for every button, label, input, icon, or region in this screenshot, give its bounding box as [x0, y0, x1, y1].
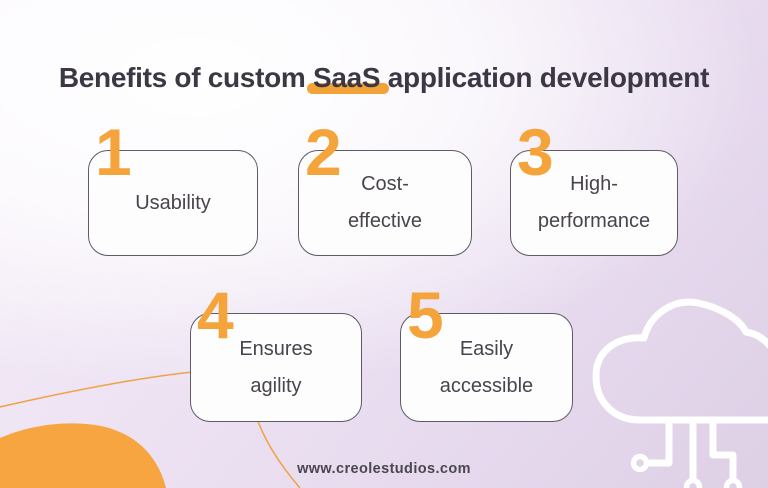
card-label-line: High-: [570, 173, 618, 195]
benefit-card-3: 3 High- performance: [510, 119, 678, 256]
card-label-line: effective: [347, 210, 423, 232]
card-label-line: agility: [250, 374, 302, 397]
card-label-line: Ensures: [239, 337, 313, 360]
title-highlight-text: SaaS: [312, 62, 381, 93]
card-number: 2: [305, 115, 342, 189]
saas-underline-highlight: [306, 83, 390, 94]
card-number: 4: [197, 278, 234, 352]
card-box: High- performance: [510, 150, 678, 256]
benefit-card-5: 5 Easily accessible: [400, 282, 573, 422]
card-label-line: Cost-: [361, 173, 409, 195]
card-box: Usability: [88, 150, 258, 256]
title-highlight-word: SaaS: [306, 62, 390, 94]
card-label-line: Usability: [135, 191, 211, 214]
card-box: Easily accessible: [400, 313, 573, 422]
card-box: Cost- effective: [298, 150, 472, 256]
title-suffix: application development: [380, 62, 710, 93]
title-prefix: Benefits of custom: [58, 62, 313, 93]
card-number: 5: [407, 278, 444, 352]
card-label-line: performance: [537, 210, 651, 232]
orange-corner-blob: [0, 423, 166, 488]
card-label-line: accessible: [439, 374, 534, 397]
card-label-line: Easily: [459, 337, 514, 360]
benefit-card-4: 4 Ensures agility: [190, 282, 362, 422]
benefit-card-2: 2 Cost- effective: [298, 119, 472, 256]
website-url: www.creolestudios.com: [297, 461, 471, 477]
page-title: Benefits of custom SaaS application deve…: [0, 62, 768, 94]
cloud-circuit-icon: [592, 298, 768, 488]
benefit-card-1: 1 Usability: [88, 119, 258, 256]
card-number: 1: [95, 115, 132, 189]
card-number: 3: [517, 115, 554, 189]
